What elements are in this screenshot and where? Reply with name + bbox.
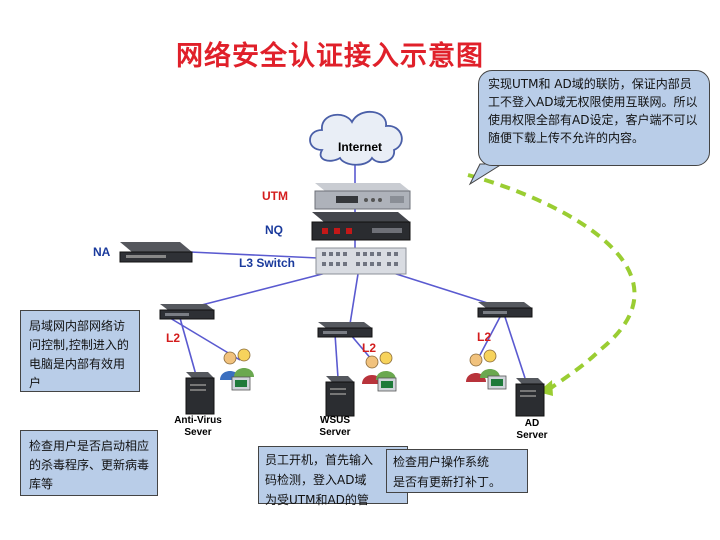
ad-label-line1: AD (524, 418, 540, 429)
patch-callout-line2: 是否有更新打补丁。 (393, 475, 502, 489)
login-callout-line2: 码检测，登入AD域 (265, 473, 367, 487)
ad-server-icon (515, 378, 545, 417)
ad-utm-bubble: 实现UTM和 AD域的联防，保证内部员工不登入AD域无权限使用互联网。所以使用权… (478, 70, 710, 166)
link-l2right-users (479, 316, 501, 356)
login-callout-line1: 员工开机，首先输入 (265, 453, 374, 467)
l2-mid-label: L2 (362, 341, 377, 355)
user-group-left-icon (220, 348, 254, 391)
internal-access-note: 局域网内部网络访问控制,控制进入的电脑是内部有效用户 (20, 310, 140, 392)
wsus-server-icon (325, 376, 355, 417)
ad-server-label: AD Server (508, 418, 556, 442)
diagram-title: 网络安全认证接入示意图 (176, 41, 484, 72)
internet-label: Internet (338, 140, 383, 154)
utm-label: UTM (262, 189, 288, 203)
link-na-l3 (189, 251, 319, 259)
antivirus-check-note: 检查用户是否启动相应的杀毒程序、更新病毒库等 (20, 430, 158, 496)
wsus-server-label: WSUS Server (308, 415, 362, 439)
login-callout-line3: 为受UTM和AD的管 (265, 493, 369, 507)
antivirus-label-line2: Sever (184, 427, 212, 438)
l2-switch-mid-icon (317, 322, 373, 338)
l3-switch-label: L3 Switch (239, 256, 296, 270)
l2-switch-right-icon (477, 302, 533, 318)
antivirus-label-line1: Anti-Virus (174, 415, 222, 426)
link-l2right-ad (504, 316, 526, 379)
utm-device-icon (314, 183, 411, 210)
antivirus-server-icon (185, 372, 215, 415)
dashed-curve-bubble-ad (467, 173, 637, 392)
link-l2mid-wsus (334, 333, 339, 379)
antivirus-server-label: Anti-Virus Sever (168, 415, 228, 439)
link-l2mid-users (349, 333, 373, 361)
na-label: NA (93, 245, 111, 259)
ad-label-line2: Server (516, 430, 548, 441)
link-l3-l2-right (389, 271, 501, 308)
internet-cloud-icon (309, 111, 403, 166)
wsus-label-line1: WSUS (320, 415, 350, 426)
user-group-right-icon (466, 349, 507, 390)
l2-switch-left-icon (159, 304, 215, 320)
user-group-mid-icon (362, 351, 397, 392)
nq-device-icon (311, 212, 411, 241)
link-l2left-av (179, 317, 197, 376)
nq-label: NQ (265, 223, 283, 237)
na-device-icon (119, 242, 193, 263)
login-check-callout: 员工开机，首先输入 码检测，登入AD域 为受UTM和AD的管 (258, 446, 408, 507)
network-links (169, 162, 526, 379)
link-l3-l2-left (189, 271, 331, 309)
l2-right-label: L2 (477, 330, 492, 344)
patch-check-callout: 检查用户操作系统 是否有更新打补丁。 (386, 449, 528, 493)
l3-switch-icon (315, 247, 407, 275)
patch-callout-line1: 检查用户操作系统 (393, 455, 490, 469)
link-l3-l2-mid (349, 273, 359, 325)
wsus-label-line2: Server (319, 427, 351, 438)
l2-left-label: L2 (166, 331, 181, 345)
